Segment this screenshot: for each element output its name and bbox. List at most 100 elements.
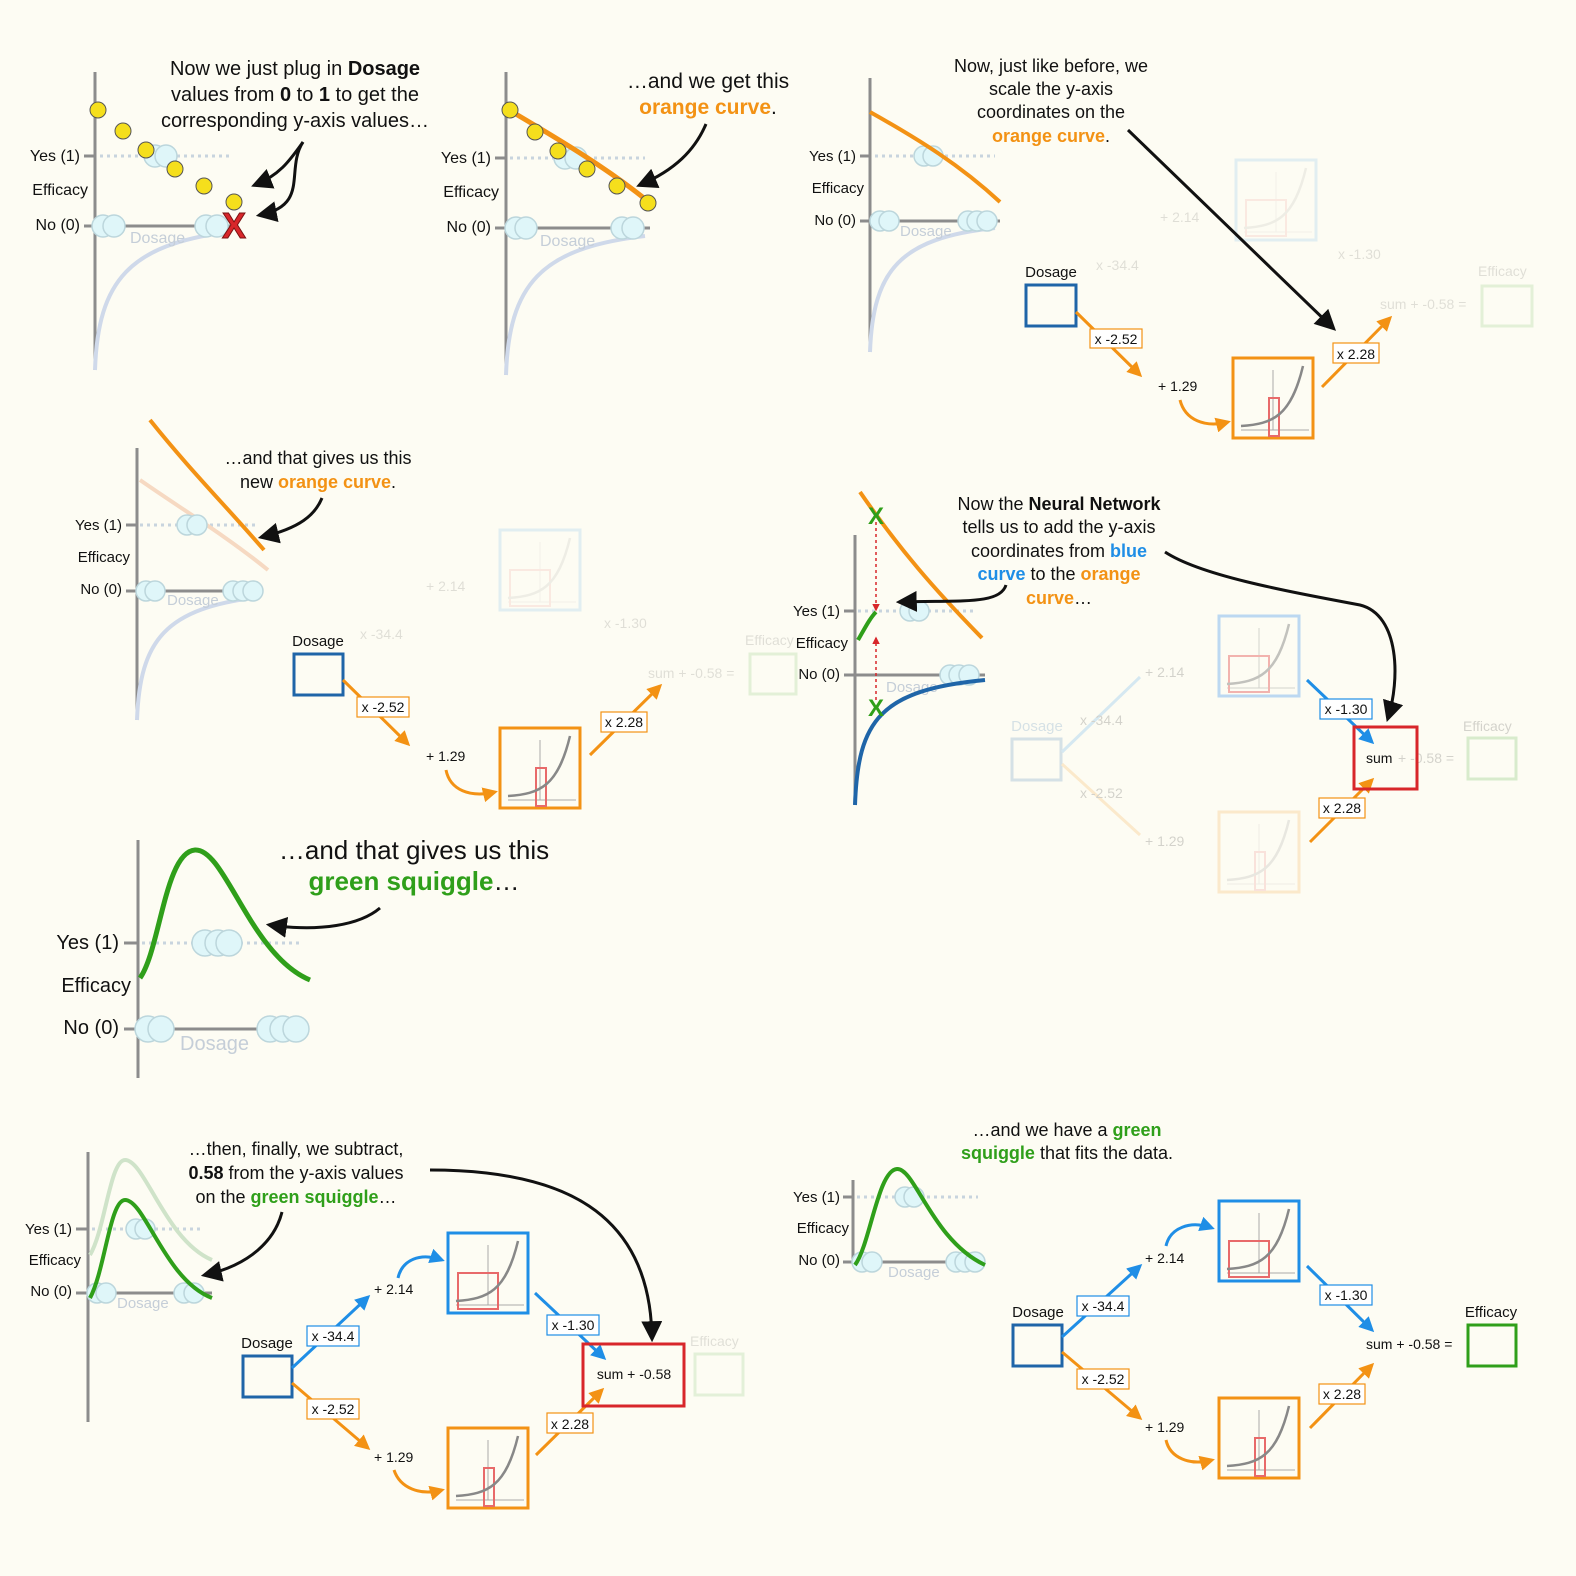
activation-box	[1231, 356, 1315, 440]
faded-sum-remainder: + -0.58 =	[1398, 750, 1454, 766]
axis-no-label: No (0)	[447, 219, 491, 236]
axis-yes-label: Yes (1)	[30, 148, 80, 165]
pointer-arrow	[265, 906, 381, 938]
axis-yes-label: Yes (1)	[441, 150, 491, 167]
caption-line: …and we have a green	[972, 1120, 1161, 1140]
weight-box	[306, 1398, 360, 1420]
bias-label: + 1.29	[1158, 378, 1198, 394]
yellow-points	[501, 101, 657, 212]
weight-box	[1319, 1284, 1373, 1306]
pointer-arrow	[1164, 550, 1404, 723]
pointer-arrow	[1126, 128, 1337, 331]
activation-box	[498, 726, 582, 810]
axis-efficacy-label: Efficacy	[61, 975, 131, 997]
output-label: Efficacy	[1465, 1304, 1518, 1321]
caption-line: orange curve.	[639, 96, 777, 119]
green-x-mark: X	[868, 503, 884, 530]
sum-label: sum + -0.58 =	[1366, 1336, 1452, 1352]
weight-label: x 2.28	[1323, 1386, 1361, 1402]
panel-7: Yes (1) Efficacy No (0) Dosage …then, fi…	[25, 1139, 745, 1510]
weight-box	[1319, 698, 1373, 720]
weight-label: x 2.28	[1323, 800, 1361, 816]
caption-line: on the green squiggle…	[195, 1187, 396, 1207]
caption-line: Now, just like before, we	[954, 56, 1148, 76]
weight-label: x -1.30	[552, 1317, 595, 1333]
faded-weight-label: x -2.52	[1080, 785, 1123, 801]
weight-label: x 2.28	[605, 714, 643, 730]
faded-sum-label: sum + -0.58 =	[1380, 296, 1466, 312]
weight-box	[546, 1412, 594, 1434]
faded-sum-label: sum + -0.58 =	[648, 665, 734, 681]
caption-line: green squiggle…	[309, 866, 520, 896]
axis-no-label: No (0)	[814, 212, 856, 229]
activation-box	[1217, 614, 1301, 698]
faded-input-label: Dosage	[1011, 718, 1063, 735]
faded-weight-label: x -1.30	[1338, 246, 1381, 262]
bias-label: + 2.14	[374, 1281, 414, 1297]
green-x-mark: X	[868, 695, 884, 722]
caption-line: values from 0 to 1 to get the	[171, 84, 419, 106]
bias-label: + 2.14	[1145, 1250, 1185, 1266]
input-label: Dosage	[1012, 1304, 1064, 1321]
axis-yes-label: Yes (1)	[75, 517, 122, 534]
axis-no-label: No (0)	[798, 1252, 840, 1269]
input-node	[1024, 283, 1078, 328]
axis-efficacy-label: Efficacy	[32, 182, 88, 199]
caption-line: coordinates from blue	[971, 541, 1147, 561]
weight-box	[600, 711, 648, 733]
bias-label: + 1.29	[1145, 1419, 1185, 1435]
panel-4: Yes (1) Efficacy No (0) Dosage …and that…	[75, 418, 798, 810]
faded-weight-label: x -1.30	[604, 615, 647, 631]
weight-box	[1318, 797, 1366, 819]
caption-line: …then, finally, we subtract,	[189, 1139, 404, 1159]
axis-dosage-label: Dosage	[180, 1033, 249, 1055]
panel-8: Yes (1) Efficacy No (0) Dosage …and we h…	[793, 1120, 1518, 1480]
pointer-arrow	[255, 141, 305, 222]
caption-line: corresponding y-axis values…	[161, 110, 429, 132]
faded-output-label: Efficacy	[1478, 263, 1527, 279]
weight-box	[306, 1325, 360, 1347]
weight-box	[1076, 1295, 1130, 1317]
axis-efficacy-label: Efficacy	[812, 180, 865, 197]
caption-line: Now the Neural Network	[957, 494, 1161, 514]
green-segment	[856, 610, 878, 642]
weight-box	[546, 1314, 600, 1336]
caption-line: coordinates on the	[977, 102, 1125, 122]
bias-label: + 1.29	[426, 748, 466, 764]
caption-line: scale the y-axis	[989, 79, 1113, 99]
axis-efficacy-label: Efficacy	[797, 1220, 850, 1237]
caption-line: 0.58 from the y-axis values	[188, 1163, 403, 1183]
activation-box	[446, 1426, 530, 1510]
caption-line: …and we get this	[627, 70, 789, 93]
caption-line: …and that gives us this	[279, 835, 549, 865]
axis-yes-label: Yes (1)	[25, 1221, 72, 1238]
faded-output-label: Efficacy	[690, 1333, 739, 1349]
green-squiggle	[137, 847, 311, 983]
faded-bias-label: + 1.29	[1145, 833, 1185, 849]
sum-node-highlight	[581, 1342, 686, 1408]
activation-box	[1217, 1396, 1301, 1480]
axis-no-label: No (0)	[36, 217, 80, 234]
axis-dosage-label: Dosage	[167, 592, 219, 609]
faded-weight-label: x -34.4	[360, 626, 403, 642]
weight-label: x 2.28	[1337, 346, 1375, 362]
input-node	[292, 652, 345, 697]
weight-label: x -1.30	[1325, 1287, 1368, 1303]
faded-output-label: Efficacy	[1463, 718, 1512, 734]
activation-box	[1217, 1199, 1301, 1283]
pointer-arrow	[895, 584, 1008, 612]
input-label: Dosage	[241, 1335, 293, 1352]
input-node	[1011, 1323, 1064, 1368]
axis-yes-label: Yes (1)	[793, 1189, 840, 1206]
caption-line: …and that gives us this	[224, 448, 411, 468]
panel-6: Yes (1) Efficacy No (0) Dosage …and that…	[56, 835, 549, 1078]
yellow-points	[89, 101, 243, 211]
axis-no-label: No (0)	[798, 666, 840, 683]
panel-3: Yes (1) Efficacy No (0) Dosage + 2.14 x …	[809, 56, 1534, 440]
pointer-arrow	[200, 1211, 284, 1282]
faded-weight-label: x -34.4	[1096, 257, 1139, 273]
caption-line: curve…	[1026, 588, 1092, 608]
axis-yes-label: Yes (1)	[809, 148, 856, 165]
green-squiggle	[88, 1197, 213, 1300]
